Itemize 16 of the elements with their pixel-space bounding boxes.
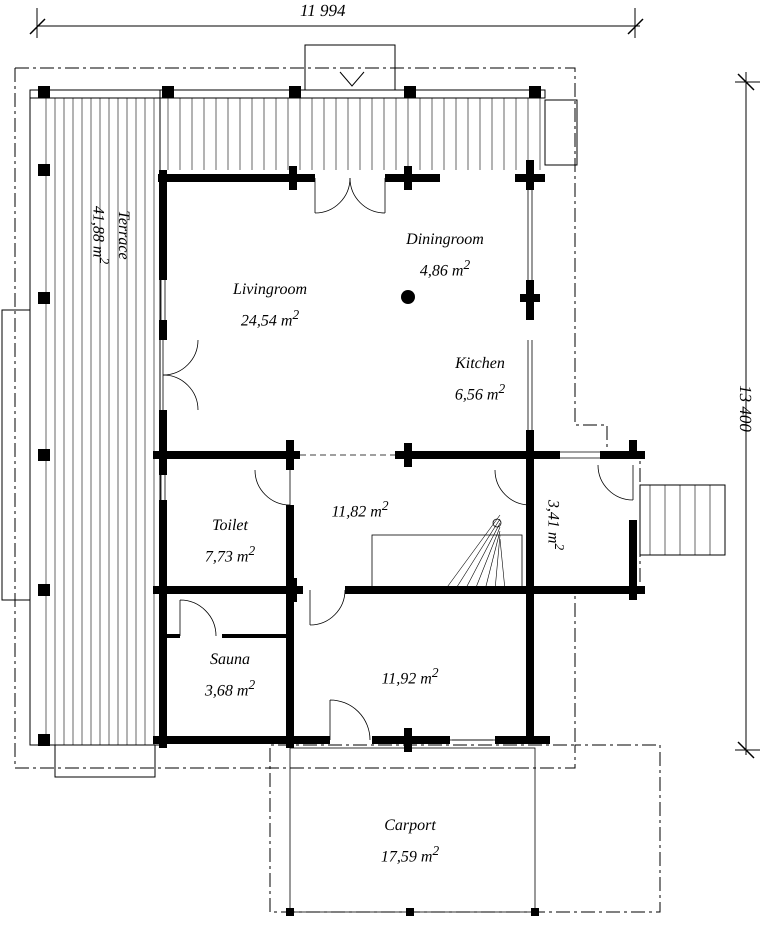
room-name: Diningroom — [406, 232, 484, 248]
room-name: Toilet — [212, 518, 248, 534]
area-label: 24,54 m$^{2}$ — [240, 308, 300, 330]
area-label: 11,92 m$^{2}$ — [381, 666, 439, 688]
area-label: 11,82 m$^{2}$ — [331, 499, 389, 521]
area-label: 6,56 m$^{2}$ — [454, 382, 506, 404]
area-label: 7,73 m$^{2}$ — [204, 544, 256, 566]
dimension-label: 11 994 — [300, 2, 346, 19]
room-name: Kitchen — [455, 356, 505, 372]
area-label: 4,86 m$^{2}$ — [420, 258, 470, 280]
room-name: Terrace — [114, 210, 131, 260]
area-label: 3,68 m$^{2}$ — [204, 678, 256, 700]
area-label: 17,59 m$^{2}$ — [380, 844, 440, 866]
room-name: Sauna — [210, 652, 250, 668]
room-name: Carport — [384, 818, 436, 834]
room-name: Livingroom — [232, 282, 308, 298]
